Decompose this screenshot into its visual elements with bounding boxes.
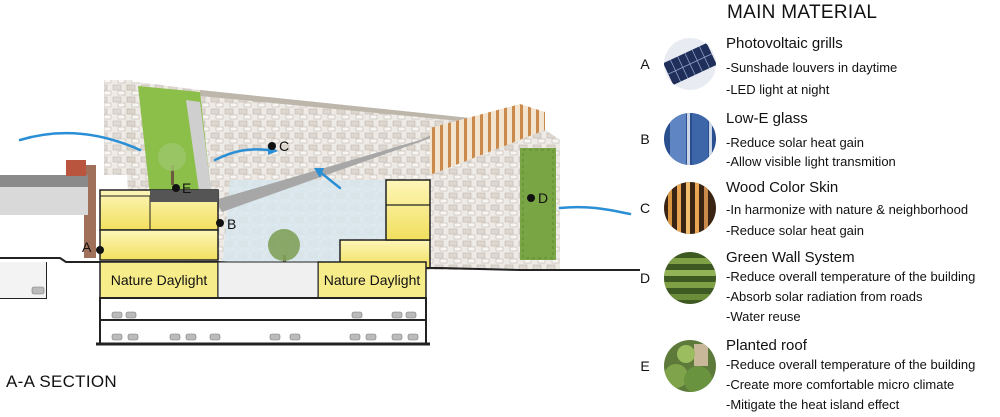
- legend-item-desc: -LED light at night: [726, 82, 830, 97]
- legend-item-planted-roof: E Planted roof -Reduce overall temperatu…: [630, 337, 1000, 412]
- section-title: A-A SECTION: [6, 372, 117, 391]
- legend-letter: A: [640, 56, 650, 72]
- low-e-glass-thumbnail: [664, 113, 716, 165]
- legend-item-name: Planted roof: [726, 337, 807, 354]
- section-drawing: Nature Daylight Nature Daylight: [0, 80, 640, 346]
- roof-tree: [158, 143, 186, 185]
- legend-item-desc: -Sunshade louvers in daytime: [726, 60, 898, 75]
- legend-item-desc: -In harmonize with nature & neighborhood: [726, 202, 969, 217]
- svg-text:A: A: [82, 239, 92, 255]
- legend-item-wood-skin: C Wood Color Skin -In harmonize with nat…: [630, 179, 1000, 250]
- legend-letter: E: [640, 358, 650, 374]
- structure-left: [99, 189, 219, 261]
- legend-item-name: Wood Color Skin: [726, 179, 839, 196]
- wind-arrows: [18, 131, 632, 216]
- basement: [96, 297, 430, 346]
- legend-letter: D: [639, 270, 651, 286]
- roof-stairs: [186, 100, 212, 198]
- svg-text:D: D: [538, 190, 548, 206]
- legend-item-name: Low-E glass: [726, 110, 808, 127]
- legend-letter: C: [639, 200, 651, 216]
- daylight-label-right: Nature Daylight: [324, 272, 421, 288]
- legend-item-desc: -Create more comfortable micro climate: [726, 377, 955, 392]
- svg-text:C: C: [279, 138, 289, 154]
- legend-item-desc: -Reduce solar heat gain: [726, 135, 865, 150]
- legend-item-desc: -Reduce overall temperature of the build…: [726, 357, 976, 372]
- legend-item-low-e-glass: B Low-E glass -Reduce solar heat gain -A…: [630, 110, 1000, 181]
- marker-a: A: [82, 239, 104, 255]
- legend-title: MAIN MATERIAL: [727, 2, 878, 23]
- marker-e: E: [172, 180, 191, 196]
- daylight-block-right: [317, 261, 427, 299]
- legend-item-photovoltaic: A Photovoltaic grills -Sunshade louvers …: [630, 35, 1000, 106]
- svg-text:B: B: [227, 216, 236, 232]
- marker-d: D: [527, 190, 548, 206]
- legend-item-desc: -Reduce overall temperature of the build…: [726, 269, 976, 284]
- marker-c: C: [268, 138, 289, 154]
- legend-item-desc: -Reduce solar heat gain: [726, 223, 865, 238]
- daylight-label-left: Nature Daylight: [111, 272, 208, 288]
- photovoltaic-thumbnail: [664, 38, 716, 90]
- legend-item-desc: -Mitigate the heat island effect: [726, 397, 900, 412]
- legend-item-desc: -Allow visible light transmition: [726, 154, 896, 169]
- green-wall: [520, 148, 556, 260]
- planted-roof-thumbnail: [664, 340, 716, 392]
- green-wall-thumbnail: [664, 252, 716, 304]
- legend-item-name: Green Wall System: [726, 249, 855, 266]
- wood-louvers: [430, 104, 545, 175]
- slanted-roof: [215, 118, 470, 212]
- legend-item-desc: -Water reuse: [726, 309, 801, 324]
- parked-cars: [31, 286, 419, 341]
- svg-text:E: E: [182, 180, 191, 196]
- wood-skin-thumbnail: [664, 182, 716, 234]
- legend-item-desc: -Absorb solar radiation from roads: [726, 289, 923, 304]
- legend-letter: B: [640, 131, 650, 147]
- marker-b: B: [216, 216, 236, 232]
- legend-item-name: Photovoltaic grills: [726, 35, 843, 52]
- legend-item-green-wall: D Green Wall System -Reduce overall temp…: [630, 249, 1000, 324]
- section-drawing-svg: Nature Daylight Nature Daylight: [0, 80, 640, 346]
